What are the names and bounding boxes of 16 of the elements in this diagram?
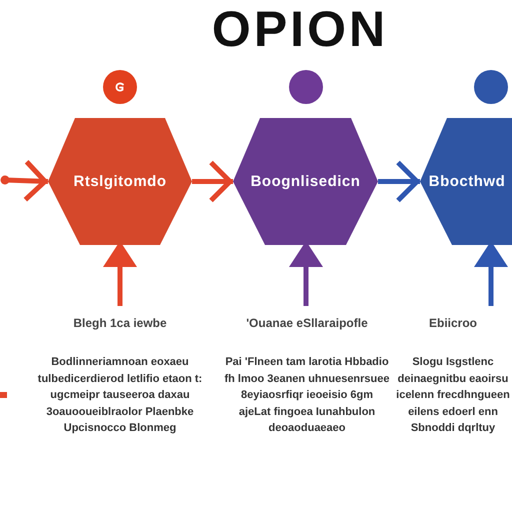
step-description: Slogu Isgstlenc deinaegnitbu eaoirsu icelenn frecdhngueen eilens edoerl enn Sbnoddi dqrltuy: [396, 355, 510, 436]
step-heading: Ebiicroo: [428, 316, 477, 330]
arrow: [0, 159, 48, 202]
process-hexagon: [48, 118, 192, 245]
arrow: [192, 160, 233, 203]
title: OPION: [212, 1, 388, 58]
step-title: Boognlisedicn: [250, 172, 360, 190]
step-heading: Blegh 1ca iewbe: [73, 316, 167, 330]
step-description: Pai 'Flneen tam larotia Hbbadio fh lmoo 3eanen uhnuesenrsuee 8eyiaosrfiqr ieoeisio 6gm ajeLat fingoea Iunahbulon deoaoduaeaeo: [224, 355, 390, 436]
step-title: Bbocthwd: [428, 172, 506, 190]
process-hexagon: [233, 118, 378, 245]
arrow: [378, 160, 420, 203]
process-hexagon: [420, 118, 512, 245]
step-title: Rtslgitomdo: [74, 172, 166, 190]
step-heading: 'Ouanae eSllaraipofle: [246, 316, 368, 330]
step-description: Bodlinneriamnoan eoxaeu tulbedicerdierod letlifio etaon t: ugcmeipr tauseeroa daxau 3oauooueiblraolor Plaenbke Upcisnocco Blonmeg: [36, 355, 204, 436]
